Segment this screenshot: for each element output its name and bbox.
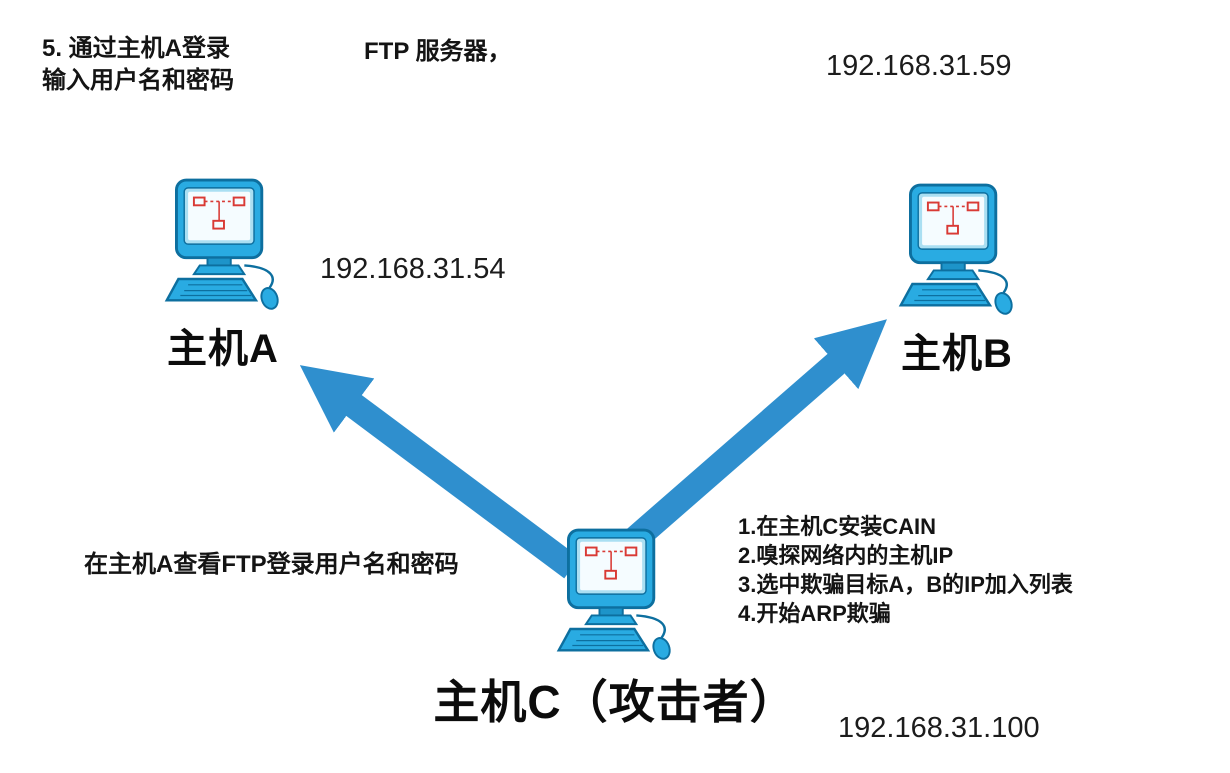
host-a-label: 主机A (167, 327, 279, 371)
attack-step-4: 4.开始ARP欺骗 (738, 601, 891, 626)
attack-step-3: 3.选中欺骗目标A，B的IP加入列表 (738, 572, 1073, 597)
step5-note: 5. 通过主机A登录 输入用户名和密码 (42, 33, 234, 96)
host-a: 主机A (138, 178, 308, 374)
host-a-ip: 192.168.31.54 (320, 253, 506, 285)
attack-step-2: 2.嗅探网络内的主机IP (738, 543, 954, 568)
host-b-computer-icon (893, 183, 1021, 321)
host-b-label: 主机B (901, 332, 1013, 376)
attack-step-1: 1.在主机C安装CAIN (738, 514, 937, 539)
step5-note-line1: 5. 通过主机A登录 (42, 35, 231, 62)
arrow-c-to-host-a (299, 365, 580, 579)
host-c: 主机C（攻击者） (433, 528, 796, 732)
host-c-label: 主机C（攻击者） (433, 676, 797, 728)
ftp-server-note: FTP 服务器， (364, 38, 512, 65)
arrow-c-to-host-b (625, 319, 887, 550)
host-c-computer-icon (551, 528, 679, 666)
host-b-ip: 192.168.31.59 (826, 50, 1012, 82)
host-c-ip: 192.168.31.100 (838, 712, 1040, 744)
attack-steps-list: 1.在主机C安装CAIN 2.嗅探网络内的主机IP 3.选中欺骗目标A，B的IP… (738, 512, 1073, 628)
host-a-computer-icon (159, 178, 287, 316)
host-b: 主机B (872, 183, 1042, 379)
step5-note-line2: 输入用户名和密码 (42, 66, 234, 94)
view-credentials-note: 在主机A查看FTP登录用户名和密码 (84, 551, 459, 578)
